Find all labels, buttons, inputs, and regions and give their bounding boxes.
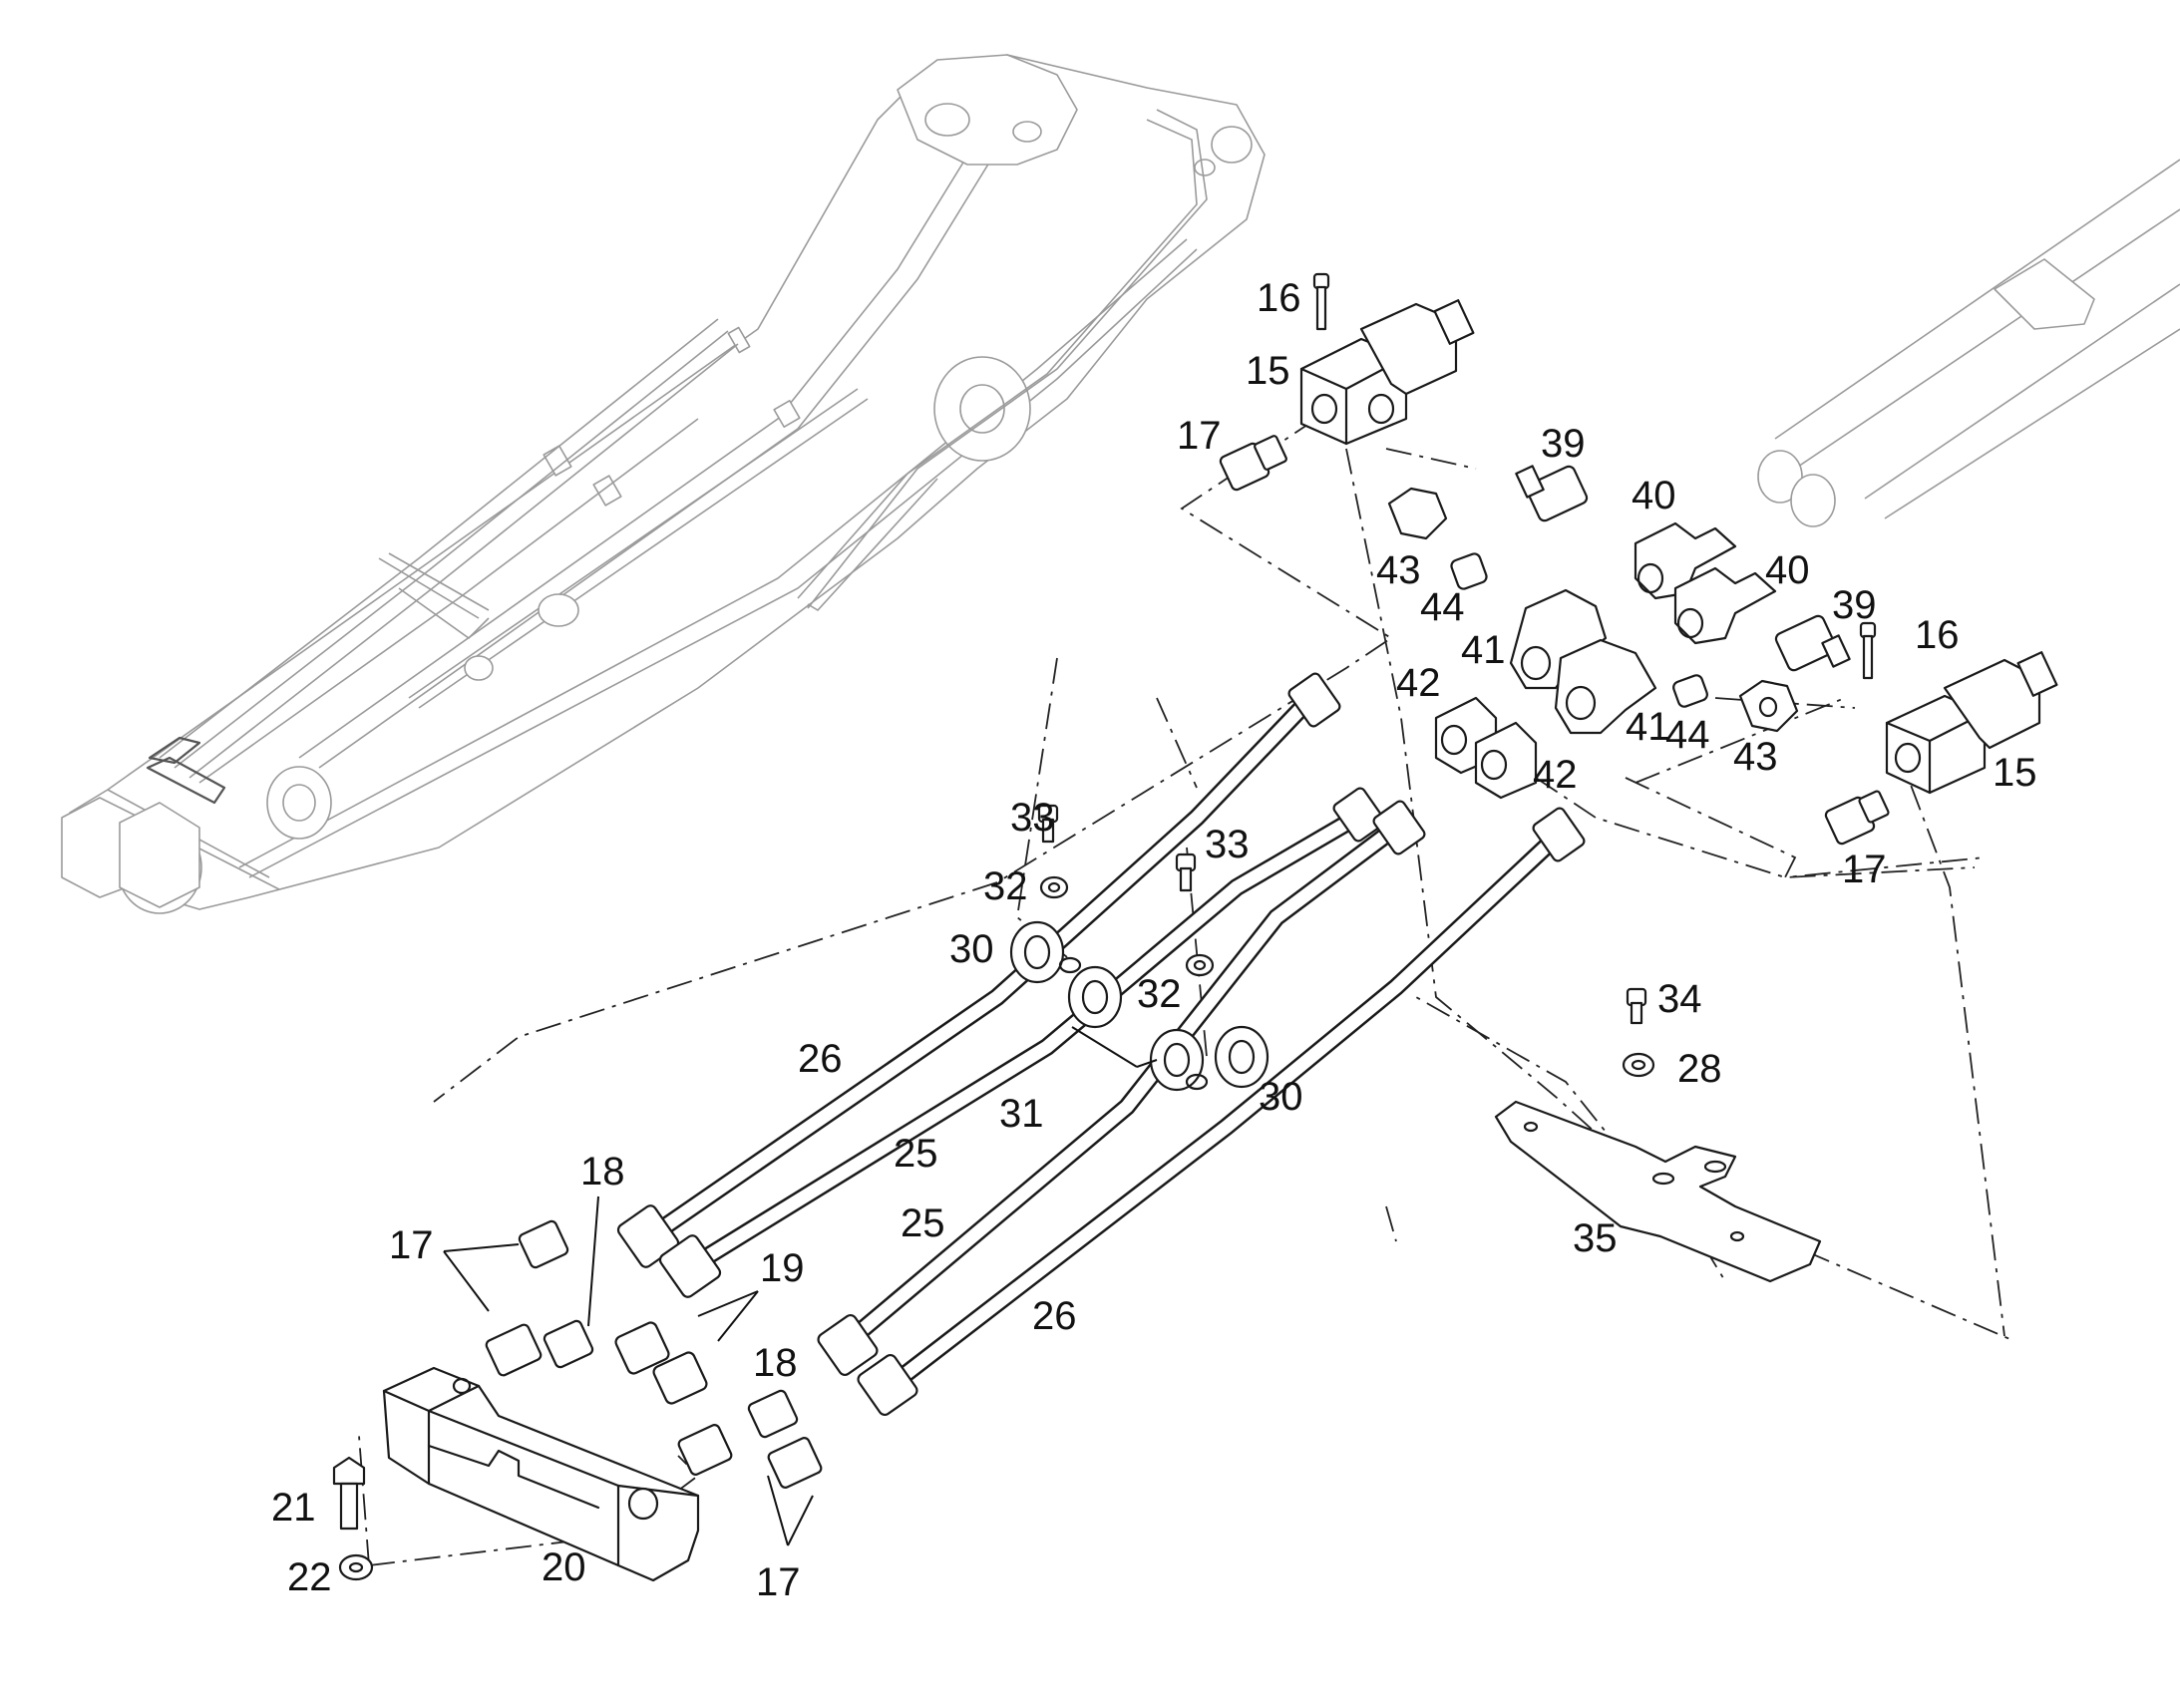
- part-label-16: 16: [1257, 276, 1301, 320]
- part-label-41: 41: [1461, 628, 1506, 672]
- part-label-17: 17: [756, 1560, 801, 1604]
- part-label-40: 40: [1765, 548, 1810, 592]
- bracket-35: [1494, 1100, 1822, 1283]
- part-label-22: 22: [287, 1555, 332, 1599]
- part-label-17: 17: [1842, 848, 1887, 891]
- part-label-26: 26: [798, 1037, 843, 1081]
- part-label-17: 17: [1177, 414, 1222, 458]
- valve-block-15-top: [1299, 299, 1475, 446]
- part-label-32: 32: [983, 864, 1028, 908]
- part-label-40: 40: [1632, 474, 1676, 517]
- part-label-42: 42: [1533, 753, 1578, 797]
- part-label-32: 32: [1137, 972, 1182, 1016]
- part-label-41: 41: [1626, 705, 1670, 749]
- label-leaders: [443, 1026, 1158, 1546]
- part-label-30: 30: [1259, 1075, 1303, 1119]
- mounting-block-20: [382, 1366, 700, 1582]
- part-label-33: 33: [1205, 823, 1250, 866]
- part-label-15: 15: [1993, 751, 2037, 795]
- part-label-28: 28: [1677, 1047, 1722, 1091]
- part-label-18: 18: [580, 1150, 625, 1194]
- part-label-26: 26: [1032, 1294, 1077, 1338]
- part-label-44: 44: [1665, 713, 1710, 757]
- part-label-42: 42: [1396, 661, 1441, 705]
- boom-arm-drawing: [61, 54, 1266, 914]
- fittings: [485, 435, 1890, 1489]
- hose-clamps: [1009, 920, 1270, 1092]
- part-label-15: 15: [1246, 349, 1290, 393]
- part-label-43: 43: [1376, 548, 1421, 592]
- part-label-30: 30: [949, 927, 994, 971]
- part-label-43: 43: [1733, 735, 1778, 779]
- screws-washers: [332, 272, 1877, 1581]
- boom-cylinder-drawing: [1757, 159, 2180, 527]
- part-label-16: 16: [1915, 613, 1960, 657]
- part-label-17: 17: [389, 1223, 434, 1267]
- part-label-25: 25: [901, 1201, 945, 1245]
- part-label-20: 20: [542, 1545, 586, 1589]
- part-label-35: 35: [1573, 1216, 1618, 1260]
- part-label-31: 31: [999, 1092, 1044, 1136]
- part-label-44: 44: [1420, 585, 1465, 629]
- part-label-21: 21: [271, 1486, 316, 1530]
- part-label-19: 19: [760, 1246, 805, 1290]
- part-label-18: 18: [753, 1341, 798, 1385]
- part-label-39: 39: [1541, 422, 1586, 466]
- part-label-33: 33: [1010, 796, 1055, 840]
- part-labels: 16 15 17 39 40 43 40 44 39 16 41 42 41 4…: [271, 276, 2037, 1604]
- part-label-25: 25: [894, 1132, 938, 1176]
- part-label-34: 34: [1657, 977, 1702, 1021]
- valve-block-15-right: [1885, 651, 2058, 795]
- hoses: [616, 672, 1586, 1417]
- part-label-39: 39: [1832, 583, 1877, 627]
